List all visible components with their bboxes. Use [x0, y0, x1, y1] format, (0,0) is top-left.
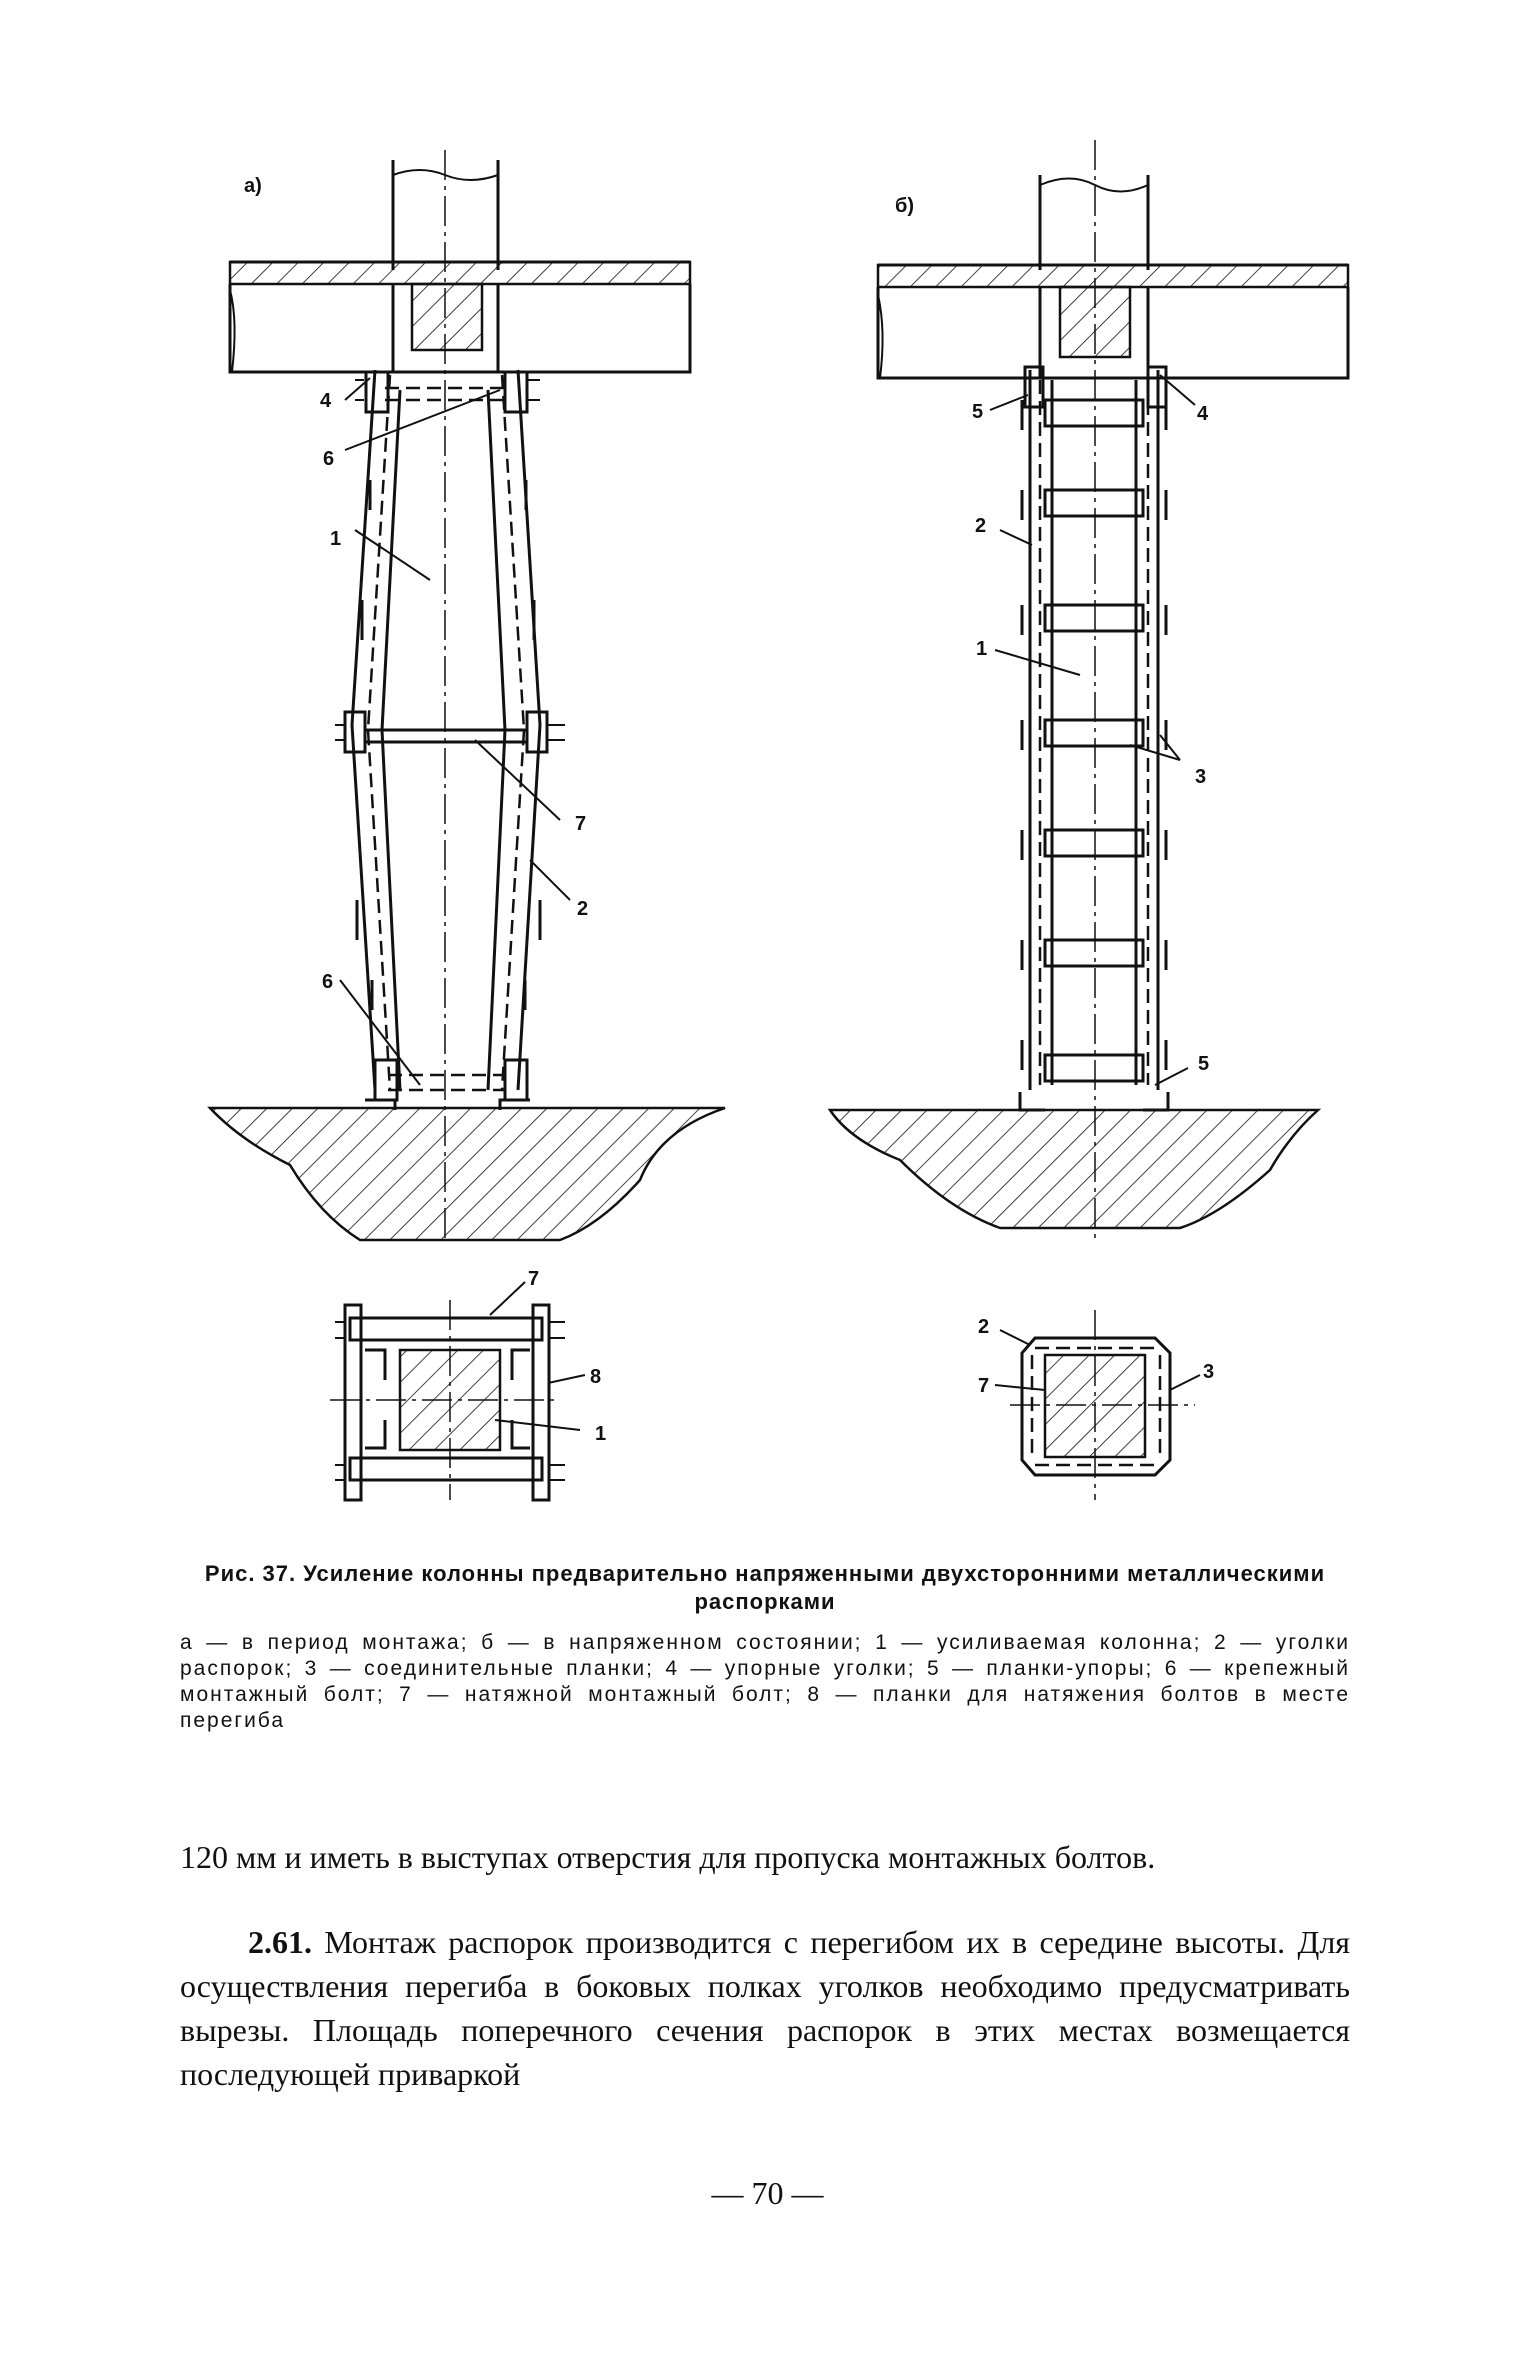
label-b-1: 1	[976, 638, 987, 660]
connecting-planks	[1020, 398, 1168, 1083]
panel-a-label: а)	[244, 175, 262, 197]
label-sb-3: 3	[1203, 1361, 1214, 1383]
body-paragraph-1: 120 мм и иметь в выступах отверстия для …	[180, 1839, 1156, 1875]
beam-rib-a	[410, 282, 484, 352]
label-a-7: 7	[575, 813, 586, 835]
label-b-4: 4	[1197, 403, 1209, 425]
label-sb-2: 2	[978, 1316, 989, 1338]
label-sb-7: 7	[978, 1375, 989, 1397]
label-a-1: 1	[330, 528, 341, 550]
label-a-4: 4	[320, 390, 332, 412]
label-b-5-top: 5	[972, 401, 983, 423]
body-paragraph-2: 2.61. Монтаж распорок производится с пер…	[180, 1920, 1350, 2096]
beam-slab-b	[876, 263, 1350, 289]
section-a: 7 8 1	[330, 1268, 606, 1502]
label-a-2: 2	[577, 898, 588, 920]
label-a-6-top: 6	[323, 448, 334, 470]
beam-slab-a	[228, 260, 692, 286]
label-a-6-bottom: 6	[322, 971, 333, 993]
page-number: — 70 —	[711, 2175, 824, 2211]
label-sa-1: 1	[595, 1423, 606, 1445]
figure-caption-legend: а — в период монтажа; б — в напряженном …	[180, 1631, 1350, 1732]
label-b-5-bottom: 5	[1198, 1053, 1209, 1075]
panel-b-label: б)	[895, 195, 914, 217]
paragraph-2-text: Монтаж распорок производится с перегибом…	[180, 1924, 1350, 2092]
panel-a: а)	[207, 150, 726, 1242]
paragraph-number: 2.61.	[248, 1924, 312, 1960]
floor-b	[827, 1108, 1322, 1230]
floor-a	[207, 1106, 726, 1242]
figure-37-drawing: а)	[207, 140, 1350, 1502]
figure-caption-title: Рис. 37. Усиление колонны предварительно…	[204, 1561, 1326, 1614]
label-b-3: 3	[1195, 766, 1206, 788]
label-sa-8: 8	[590, 1366, 601, 1388]
panel-b: б) 5 4 2	[827, 140, 1350, 1240]
label-b-2: 2	[975, 515, 986, 537]
section-b: 2 7 3	[978, 1310, 1214, 1500]
label-sa-7: 7	[528, 1268, 539, 1290]
